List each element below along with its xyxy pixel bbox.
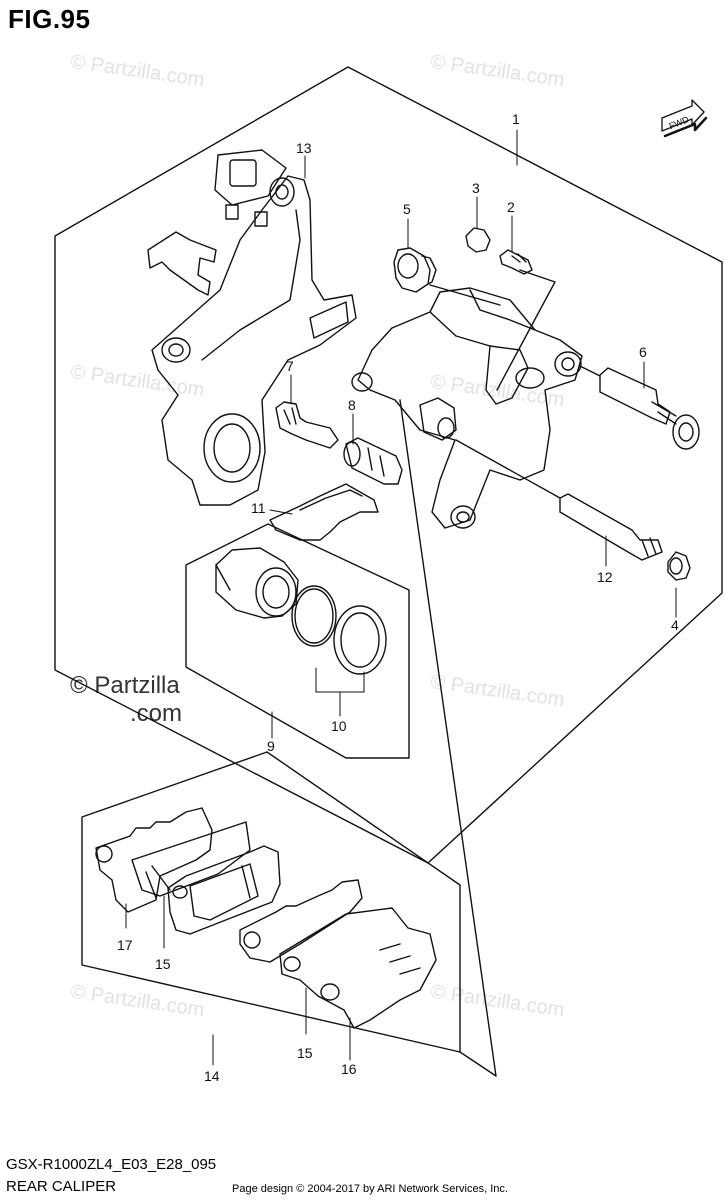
figure-name: REAR CALIPER bbox=[6, 1178, 117, 1195]
callout-13: 13 bbox=[296, 140, 312, 156]
figure-title: FIG.95 bbox=[8, 4, 91, 34]
piston-seals bbox=[291, 585, 387, 675]
slide-pin-long bbox=[455, 439, 663, 561]
brake-pad-left bbox=[95, 807, 251, 913]
leader-line bbox=[399, 399, 497, 1077]
callout-15-left: 15 bbox=[155, 956, 171, 972]
callout-14: 14 bbox=[204, 1068, 220, 1084]
callout-4: 4 bbox=[671, 617, 679, 633]
callout-12: 12 bbox=[597, 569, 613, 585]
callout-15-right: 15 bbox=[297, 1045, 313, 1061]
brake-pad-center bbox=[167, 845, 281, 935]
piston-set-boundary bbox=[185, 523, 410, 759]
callout-7: 7 bbox=[286, 358, 294, 374]
bleed-valve bbox=[499, 249, 533, 275]
pin-boot bbox=[343, 437, 403, 485]
callout-10: 10 bbox=[331, 718, 347, 734]
main-watermark: © Partzilla .com bbox=[70, 672, 182, 728]
copyright-notice: Page design © 2004-2017 by ARI Network S… bbox=[232, 1183, 508, 1195]
callout-8: 8 bbox=[348, 397, 356, 413]
pin-cap bbox=[667, 551, 691, 581]
fwd-arrow-icon: FWD bbox=[661, 99, 708, 138]
callout-9: 9 bbox=[267, 738, 275, 754]
pad-set-boundary bbox=[81, 751, 461, 1053]
callout-5: 5 bbox=[403, 201, 411, 217]
leader-line bbox=[429, 269, 556, 391]
caliper-bracket bbox=[151, 149, 357, 506]
callouts: 1 2 3 4 5 6 7 8 9 10 11 12 13 bbox=[117, 111, 679, 1084]
callout-16: 16 bbox=[341, 1061, 357, 1077]
model-code: GSX-R1000ZL4_E03_E28_095 bbox=[6, 1156, 217, 1173]
slide-pin bbox=[275, 401, 339, 449]
callout-1: 1 bbox=[512, 111, 520, 127]
caliper-body bbox=[351, 287, 583, 529]
brake-pad-right bbox=[239, 879, 437, 1029]
callout-17: 17 bbox=[117, 937, 133, 953]
bleeder-cap bbox=[465, 227, 491, 253]
pad-clip bbox=[147, 231, 379, 541]
callout-2: 2 bbox=[507, 199, 515, 215]
main-watermark-line1: © Partzilla bbox=[70, 672, 180, 699]
callout-11: 11 bbox=[251, 500, 266, 516]
caliper-assembly-boundary bbox=[54, 66, 723, 864]
bleed-cap bbox=[393, 247, 437, 293]
piston bbox=[215, 547, 299, 619]
callout-6: 6 bbox=[639, 344, 647, 360]
callout-3: 3 bbox=[472, 180, 480, 196]
pad-pin bbox=[579, 365, 700, 450]
